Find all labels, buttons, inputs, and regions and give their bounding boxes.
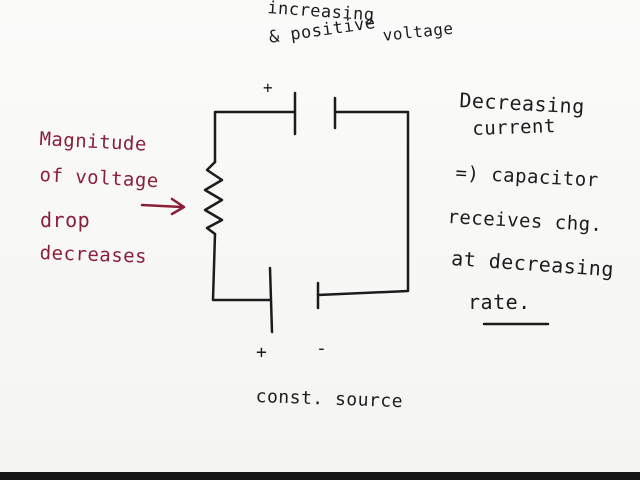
label-drop: drop xyxy=(40,208,91,232)
label-source-minus: - xyxy=(316,338,328,359)
label-decreases: decreases xyxy=(39,242,148,268)
label-decreasing: Decreasing xyxy=(458,88,586,119)
battery-plate-long xyxy=(268,266,274,334)
label-source-plus: + xyxy=(256,342,268,363)
resistor xyxy=(203,160,224,236)
pointer-arrow-shaft xyxy=(140,203,184,209)
pointer-arrow-head xyxy=(170,197,186,216)
label-current: current xyxy=(471,115,557,140)
wire-top-left xyxy=(213,110,297,164)
label-rate: rate. xyxy=(468,290,531,314)
bottom-border xyxy=(0,472,640,480)
label-const-source: const. source xyxy=(255,386,404,413)
wire-left-bottom xyxy=(211,232,272,302)
label-capacitor-plus: + xyxy=(263,78,274,97)
wire-top-right xyxy=(316,110,410,297)
